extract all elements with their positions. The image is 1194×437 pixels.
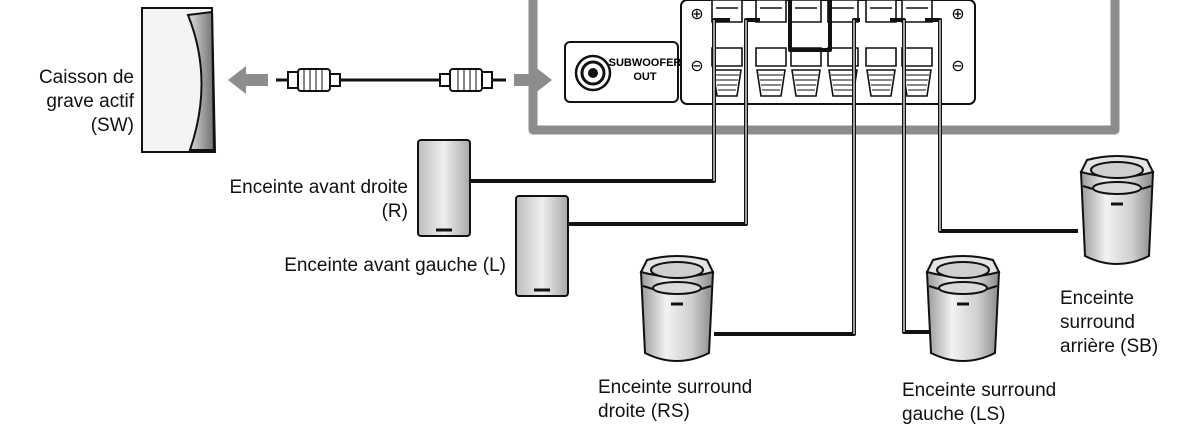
minus-symbol-left: ⊖ <box>690 56 703 75</box>
rca-cable <box>276 68 506 92</box>
label-surround-back: Enceinte surround arrière (SB) <box>1060 287 1158 359</box>
label-surround-back-line3: arrière (SB) <box>1060 336 1159 357</box>
speaker-terminal-pair <box>790 0 822 97</box>
label-surround-left-line2: gauche (LS) <box>902 404 1006 425</box>
label-surround-left-line1: Enceinte surround <box>902 380 1057 401</box>
minus-symbol-right: ⊖ <box>951 56 964 75</box>
front-left-speaker <box>515 195 569 297</box>
label-surround-back-line1: Enceinte <box>1060 288 1134 309</box>
label-subwoofer-line3: (SW) <box>90 115 134 136</box>
label-front-left-line1: Enceinte avant gauche (L) <box>284 255 506 276</box>
surround-right-speaker <box>639 255 715 362</box>
arrow-to-receiver <box>514 66 552 94</box>
label-surround-back-line2: surround <box>1060 312 1135 333</box>
wire-jumper-1 <box>788 0 832 52</box>
subwoofer-out-jack <box>564 41 679 103</box>
plus-symbol-right: ⊕ <box>951 4 964 23</box>
label-front-right-line1: Enceinte avant droite <box>229 177 408 198</box>
subwoofer-out-label-line1: SUBWOOFER <box>609 57 682 69</box>
label-subwoofer-line2: grave actif <box>46 91 134 112</box>
label-surround-right-line1: Enceinte surround <box>598 377 753 398</box>
front-right-speaker <box>417 139 471 237</box>
receiver-panel-outline <box>528 0 1120 135</box>
label-subwoofer: Caisson de grave actif (SW) <box>39 66 134 138</box>
label-front-right: Enceinte avant droite (R) <box>229 176 408 224</box>
speaker-terminal-pair <box>827 0 859 97</box>
surround-back-speaker <box>1079 155 1155 265</box>
surround-left-speaker <box>925 255 1001 362</box>
speaker-terminal-pair <box>901 0 933 97</box>
subwoofer-out-label-line2: OUT <box>633 71 657 83</box>
label-subwoofer-line1: Caisson de <box>38 67 134 88</box>
label-front-right-line2: (R) <box>381 201 408 222</box>
label-surround-right: Enceinte surround droite (RS) <box>598 376 752 424</box>
label-surround-left: Enceinte surround gauche (LS) <box>902 379 1056 427</box>
speaker-terminal-pair <box>711 0 743 97</box>
label-surround-right-line2: droite (RS) <box>598 401 690 422</box>
arrow-to-subwoofer <box>228 66 268 94</box>
speaker-terminal-pair <box>865 0 897 97</box>
subwoofer-speaker <box>141 7 217 153</box>
speaker-terminal-pair <box>755 0 787 97</box>
plus-symbol-left: ⊕ <box>690 4 703 23</box>
label-front-left: Enceinte avant gauche (L) <box>284 254 506 278</box>
